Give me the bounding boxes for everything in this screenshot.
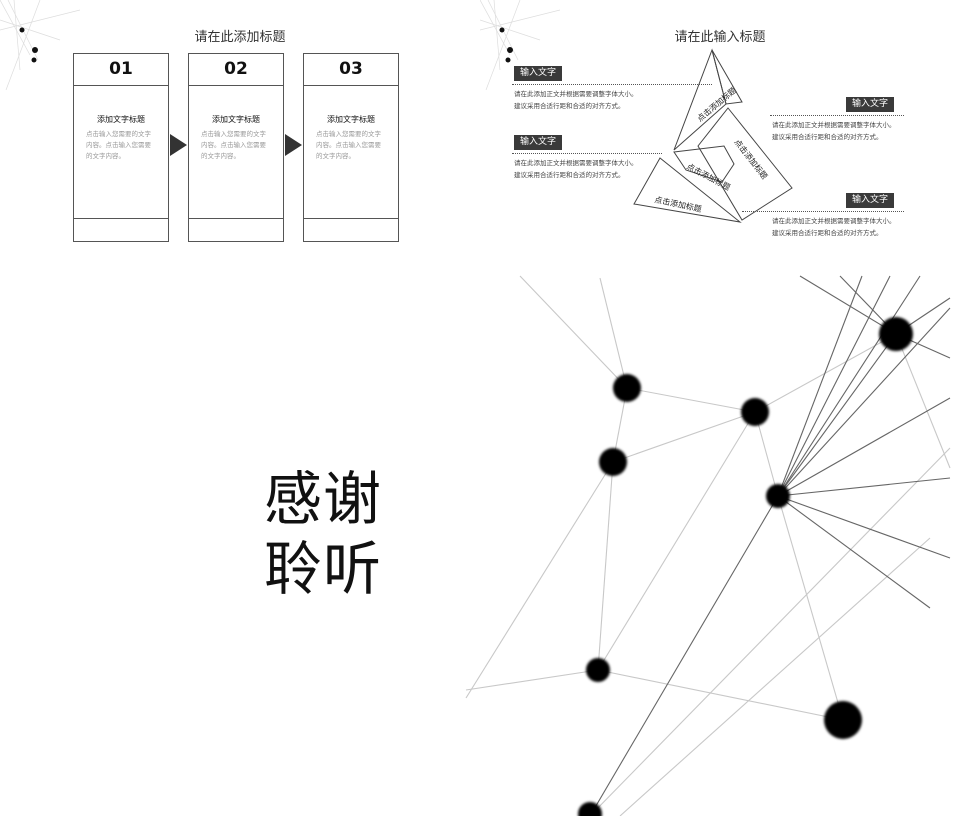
pyramid-face-middle [673,145,735,183]
text-tag[interactable]: 输入文字 [514,66,563,81]
thanks-line: 感谢 [264,465,383,533]
leader-line [742,211,904,212]
node-dot [505,57,511,63]
pyramid-diagram: 点击添加标题 点击添加标题 点击添加标题 点击添加标题 [633,48,793,223]
arrow-right-icon [170,134,187,156]
step-description: 点击输入您需要的文字内容。点击输入您需要的文字内容。 [201,130,266,160]
slide-title: 请在此输入标题 [674,30,766,45]
node-dot [32,47,38,53]
network-node [599,448,627,476]
text-block: 请在此添加正文并根据需要调整字体大小。 建议采用合适行距和合适的对齐方式。 [514,88,638,112]
text-line: 建议采用合适行距和合适的对齐方式。 [514,171,625,179]
slide-process-steps[interactable]: 请在此添加标题 01 添加文字标题 点击输入您需要的文字内容。点击输入您需要的文… [0,0,480,258]
network-node [766,484,790,508]
thanks-line: 聆听 [264,535,383,603]
node-dot [499,27,505,33]
network-node [578,802,602,816]
step-description: 点击输入您需要的文字内容。点击输入您需要的文字内容。 [316,130,381,160]
text-line: 请在此添加正文并根据需要调整字体大小。 [514,90,638,98]
slide-thanks[interactable]: 感谢 聆听 [0,268,960,816]
step-title: 添加文字标题 [327,115,375,124]
network-node [824,701,862,739]
step-title: 添加文字标题 [97,115,145,124]
text-line: 请在此添加正文并根据需要调整字体大小。 [772,121,896,129]
leader-line [770,115,904,116]
slide-pyramid[interactable]: 请在此输入标题 点击添加标题 点击添加标题 点击添加标题 点击添加标题 输入文字… [480,0,960,258]
step-footer [304,218,398,241]
step-footer [189,218,283,241]
text-line: 请在此添加正文并根据需要调整字体大小。 [772,217,896,225]
node-dot [31,57,37,63]
pyramid-label: 点击添加标题 [654,194,703,214]
step-number: 01 [74,54,168,86]
pyramid-face-right [697,107,793,221]
network-corner-decoration [480,0,561,90]
thanks-heading: 感谢 聆听 [264,464,382,604]
pyramid-face-bottom [633,157,742,223]
step-card[interactable]: 01 添加文字标题 点击输入您需要的文字内容。点击输入您需要的文字内容。 [73,53,169,242]
arrow-right-icon [285,134,302,156]
text-line: 请在此添加正文并根据需要调整字体大小。 [514,159,638,167]
text-line: 建议采用合适行距和合适的对齐方式。 [514,102,625,110]
step-number: 02 [189,54,283,86]
network-node [613,374,641,402]
slide-title: 请在此添加标题 [194,30,286,45]
step-card[interactable]: 03 添加文字标题 点击输入您需要的文字内容。点击输入您需要的文字内容。 [303,53,399,242]
network-node [879,317,913,351]
leader-line [512,84,712,85]
text-block: 请在此添加正文并根据需要调整字体大小。 建议采用合适行距和合适的对齐方式。 [772,119,896,143]
network-node [586,658,610,682]
step-footer [74,218,168,241]
step-number: 03 [304,54,398,86]
step-card[interactable]: 02 添加文字标题 点击输入您需要的文字内容。点击输入您需要的文字内容。 [188,53,284,242]
network-corner-decoration [0,0,81,90]
text-block: 请在此添加正文并根据需要调整字体大小。 建议采用合适行距和合适的对齐方式。 [514,157,638,181]
network-node [741,398,769,426]
node-dot [19,27,25,33]
text-line: 建议采用合适行距和合适的对齐方式。 [772,133,883,141]
pyramid-label: 点击添加标题 [732,137,769,181]
text-tag[interactable]: 输入文字 [846,193,895,208]
step-description: 点击输入您需要的文字内容。点击输入您需要的文字内容。 [86,130,151,160]
node-dot [507,47,513,53]
text-block: 请在此添加正文并根据需要调整字体大小。 建议采用合适行距和合适的对齐方式。 [772,215,896,239]
pyramid-label: 点击添加标题 [695,85,738,124]
leader-line [512,153,662,154]
text-tag[interactable]: 输入文字 [846,97,895,112]
network-decoration [465,275,951,816]
text-line: 建议采用合适行距和合适的对齐方式。 [772,229,883,237]
step-title: 添加文字标题 [212,115,260,124]
pyramid-face-left-top [673,48,727,151]
text-tag[interactable]: 输入文字 [514,135,563,150]
